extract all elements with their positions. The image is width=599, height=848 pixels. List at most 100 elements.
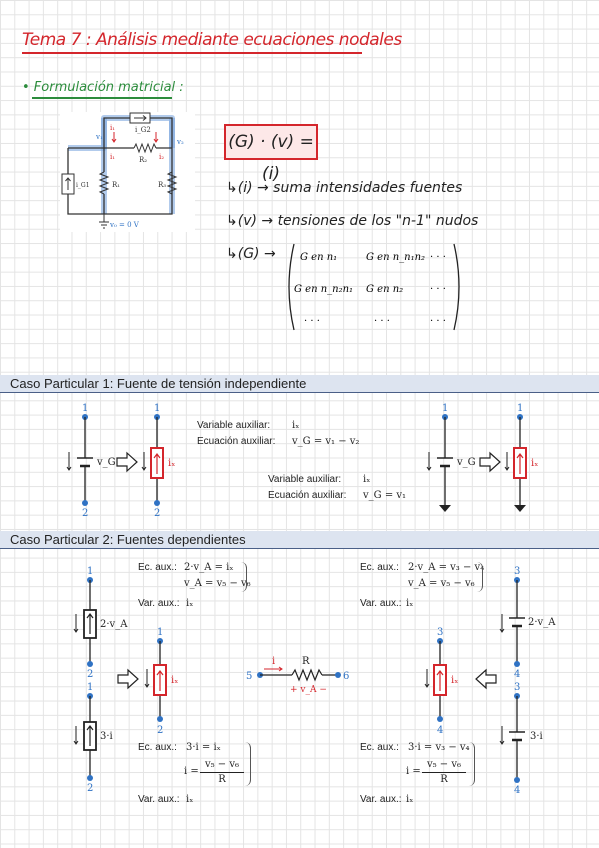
case2-tr-circuit: 3 4 2·v_A xyxy=(499,566,556,680)
title-underline xyxy=(22,52,362,54)
case2-br-brace xyxy=(468,742,475,786)
case1-right2-node-top: 1 xyxy=(517,403,523,414)
case2-tl-node-top: 1 xyxy=(87,566,93,577)
case2-bl-source-label: 3·i xyxy=(100,731,113,742)
i2-label: i₂ xyxy=(159,153,164,161)
case1-right-vg: v_G xyxy=(456,457,476,468)
case2-br-node-top: 3 xyxy=(514,682,520,693)
case1-right-var-label: Variable auxiliar: xyxy=(268,474,342,485)
ig1-label: i_G1 xyxy=(76,182,90,189)
case2-tr-ec-label: Ec. aux.: xyxy=(360,562,399,573)
case1-left-var-label: Variable auxiliar: xyxy=(197,420,271,431)
ground-label: v₀ = 0 V xyxy=(109,221,140,229)
case1-left-ix: iₓ xyxy=(168,458,175,469)
case2-tl-node-bottom: 2 xyxy=(87,669,93,680)
case2-br-ec-num: v₅ − v₆ xyxy=(426,759,462,770)
case2-br-circuit: 3 4 3·i xyxy=(499,682,543,795)
case2-mr-node-bottom: 4 xyxy=(437,725,443,736)
case2-bl-var-value: iₓ xyxy=(186,794,194,805)
case2-tl-circuit: 1 2 2·v_A xyxy=(73,566,128,680)
case2-tr-node-top: 3 xyxy=(514,566,520,577)
case1-right-eq-value: v_G = v₁ xyxy=(363,490,407,501)
case1-right-eq-label: Ecuación auxiliar: xyxy=(268,490,347,501)
case2-ml-node-top: 1 xyxy=(157,627,163,638)
case1-left-eq-value: v_G = v₁ − v₂ xyxy=(292,436,360,447)
case2-tl-source-label: 2·v_A xyxy=(100,619,128,630)
case1-right-circuit: 1 v_G 1 iₓ xyxy=(426,403,538,512)
case2-mr-node-top: 3 xyxy=(437,627,443,638)
case2-tl-var-value: iₓ xyxy=(186,598,194,609)
case2-center-resistor: 5 6 i R + v_A − xyxy=(246,656,349,695)
case2-mr-ix: iₓ xyxy=(451,675,458,686)
case2-br-ec-den: R xyxy=(440,774,448,785)
matrix-cell-31: · · · xyxy=(304,316,320,327)
v1-label: v₁ xyxy=(95,133,103,141)
v2-label: v₂ xyxy=(176,138,184,146)
i1-top-label: i₁ xyxy=(110,124,115,132)
line-g: ↳(G) → xyxy=(226,246,276,262)
nodal-circuit-diagram: v₁ v₂ i_G2 i₁ i₁ i₂ R₂ i_G1 R₁ R₃ v₀ = 0… xyxy=(60,112,195,232)
case2-bl-frac-bar xyxy=(200,772,244,773)
case2-bl-ec-line1: 3·i = iₓ xyxy=(186,742,221,753)
matrix-cell-21: G en n_n₂n₁ xyxy=(294,284,353,295)
case2-bl-circuit: 1 2 3·i xyxy=(73,682,113,794)
case1-heading: Caso Particular 1: Fuente de tensión ind… xyxy=(0,375,599,393)
line-i: ↳(i) → suma intensidades fuentes xyxy=(226,180,463,196)
case2-bl-ec-num: v₅ − v₆ xyxy=(204,759,240,770)
line-v: ↳(v) → tensiones de los "n-1" nudos xyxy=(226,213,479,229)
case2-br-node-bottom: 4 xyxy=(514,785,520,795)
case2-bl-ec-lhs: i = xyxy=(184,766,199,777)
case1-right-node-top: 1 xyxy=(442,403,448,414)
case2-tl-ec-line1: 2·v_A = iₓ xyxy=(184,562,234,573)
center-i-label: i xyxy=(272,656,275,667)
case2-bl-ec-label: Ec. aux.: xyxy=(138,742,177,753)
case2-bl-node-bottom: 2 xyxy=(87,783,93,794)
case2-mid-right-circuit: 3 4 iₓ xyxy=(424,627,497,736)
matrix-cell-23: · · · xyxy=(430,284,446,295)
case2-tr-ec-line2: v_A = v₅ − v₆ xyxy=(408,578,475,589)
case2-tl-ec-line2: v_A = v₅ − v₆ xyxy=(184,578,251,589)
case2-tr-source-label: 2·v_A xyxy=(528,617,556,628)
subtitle-underline xyxy=(32,97,172,99)
case2-bl-brace xyxy=(244,742,251,786)
center-va-label: + v_A − xyxy=(290,685,327,695)
case2-ml-node-bottom: 2 xyxy=(157,725,163,736)
case2-br-ec-label: Ec. aux.: xyxy=(360,742,399,753)
case2-br-source-label: 3·i xyxy=(530,731,543,742)
case1-left-circuit: 1 2 v_G 1 2 iₓ xyxy=(66,403,175,519)
conductance-matrix: G en n₁ G en n_n₁n₂ · · · G en n_n₂n₁ G … xyxy=(288,243,460,331)
case1-left2-node-top: 1 xyxy=(154,403,160,414)
case1-left2-node-bottom: 2 xyxy=(154,508,160,519)
case2-tl-ec-label: Ec. aux.: xyxy=(138,562,177,573)
r2-label: R₂ xyxy=(139,156,147,164)
case2-mid-left-circuit: 1 2 iₓ xyxy=(117,627,178,736)
case2-tl-brace xyxy=(240,562,247,592)
case1-left-node-bottom: 2 xyxy=(82,508,88,519)
case2-br-var-label: Var. aux.: xyxy=(360,794,402,805)
case2-tr-ec-line1: 2·v_A = v₃ − v₄ xyxy=(408,562,485,573)
case1-left-eq-label: Ecuación auxiliar: xyxy=(197,436,276,447)
ig2-label: i_G2 xyxy=(135,126,151,134)
center-r-label: R xyxy=(302,656,310,667)
case2-bl-var-label: Var. aux.: xyxy=(138,794,180,805)
matrix-cell-22: G en n₂ xyxy=(366,284,403,295)
case2-br-var-value: iₓ xyxy=(406,794,414,805)
case2-bl-node-top: 1 xyxy=(87,682,93,693)
case1-left-node-top: 1 xyxy=(82,403,88,414)
matrix-cell-32: · · · xyxy=(374,316,390,327)
matrix-equation: (G) · (v) = (i) xyxy=(224,124,318,184)
case2-ml-ix: iₓ xyxy=(171,675,178,686)
r1-label: R₁ xyxy=(112,181,120,189)
matrix-cell-33: · · · xyxy=(430,316,446,327)
case2-br-ec-line1: 3·i = v₃ − v₄ xyxy=(408,742,470,753)
page-title: Tema 7 : Análisis mediante ecuaciones no… xyxy=(22,30,402,50)
case1-left-vg: v_G xyxy=(96,457,116,468)
matrix-cell-13: · · · xyxy=(430,252,446,263)
case2-tr-node-bottom: 4 xyxy=(514,669,520,680)
case2-br-ec-lhs: i = xyxy=(406,766,421,777)
case2-tr-var-value: iₓ xyxy=(406,598,414,609)
center-node-right: 6 xyxy=(343,671,349,682)
case2-heading: Caso Particular 2: Fuentes dependientes xyxy=(0,531,599,549)
case1-left-var-value: iₓ xyxy=(292,420,300,431)
case2-bl-ec-den: R xyxy=(218,774,226,785)
